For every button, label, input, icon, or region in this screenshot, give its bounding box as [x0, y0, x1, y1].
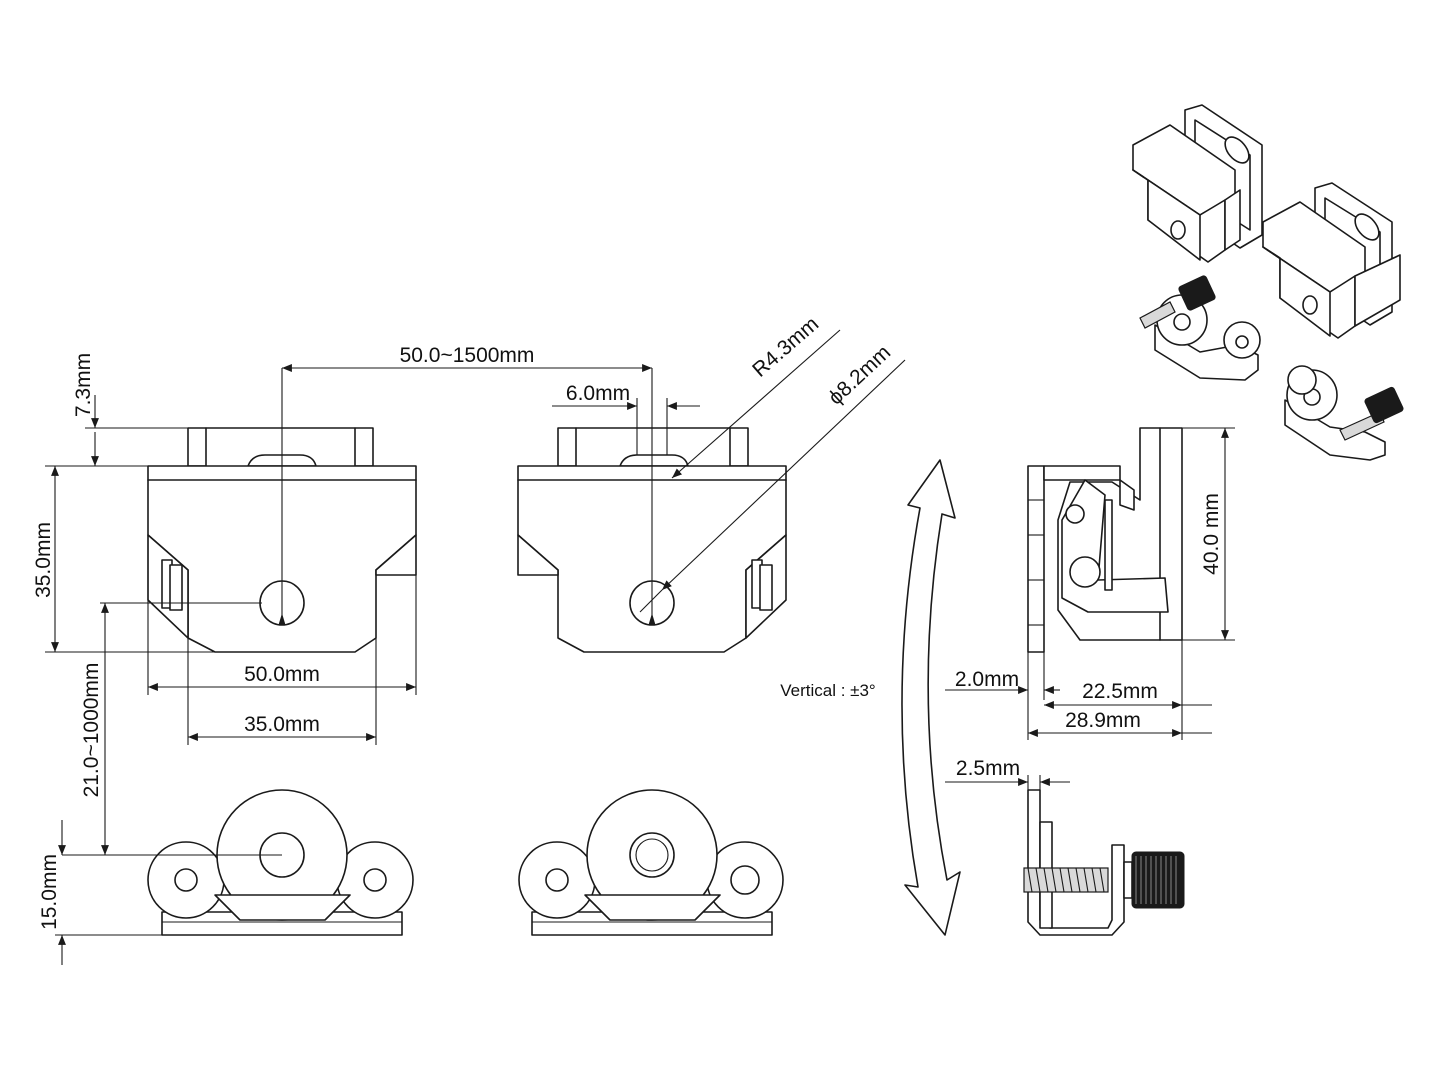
label-depth-inner: 22.5mm — [1082, 680, 1158, 703]
isometric-bracket-left — [1132, 104, 1263, 263]
dimension-lines — [45, 329, 1235, 965]
side-view — [1027, 427, 1183, 653]
isometric-clamp-right — [1284, 365, 1404, 461]
vertical-adjust-arrow — [901, 459, 961, 936]
label-width-outer: 50.0mm — [244, 663, 320, 686]
label-plate: 2.5mm — [956, 757, 1020, 780]
isometric-clamp-left — [1139, 275, 1261, 381]
label-depth-outer: 28.9mm — [1065, 709, 1141, 732]
bottom-view-right — [518, 789, 784, 936]
label-radius: R4.3mm — [748, 312, 823, 381]
isometric-bracket-right — [1262, 182, 1401, 339]
label-height-top: 7.3mm — [72, 353, 95, 417]
bottom-view-left — [147, 789, 414, 936]
screw-clamp-view — [1023, 789, 1185, 936]
label-diameter: ϕ8.2mm — [824, 341, 895, 410]
label-wall: 2.0mm — [955, 668, 1019, 691]
label-vertical-adjust: Vertical : ±3° — [780, 681, 876, 700]
label-slot: 6.0mm — [566, 382, 630, 405]
label-vertical-range: 21.0~1000mm — [80, 663, 103, 798]
label-height-body: 35.0mm — [32, 522, 55, 598]
thread — [1023, 867, 1109, 893]
label-width-inner: 35.0mm — [244, 713, 320, 736]
label-height-bottom: 15.0mm — [38, 854, 61, 930]
label-side-height: 40.0 mm — [1200, 493, 1223, 575]
label-pitch: 50.0~1500mm — [400, 344, 535, 367]
